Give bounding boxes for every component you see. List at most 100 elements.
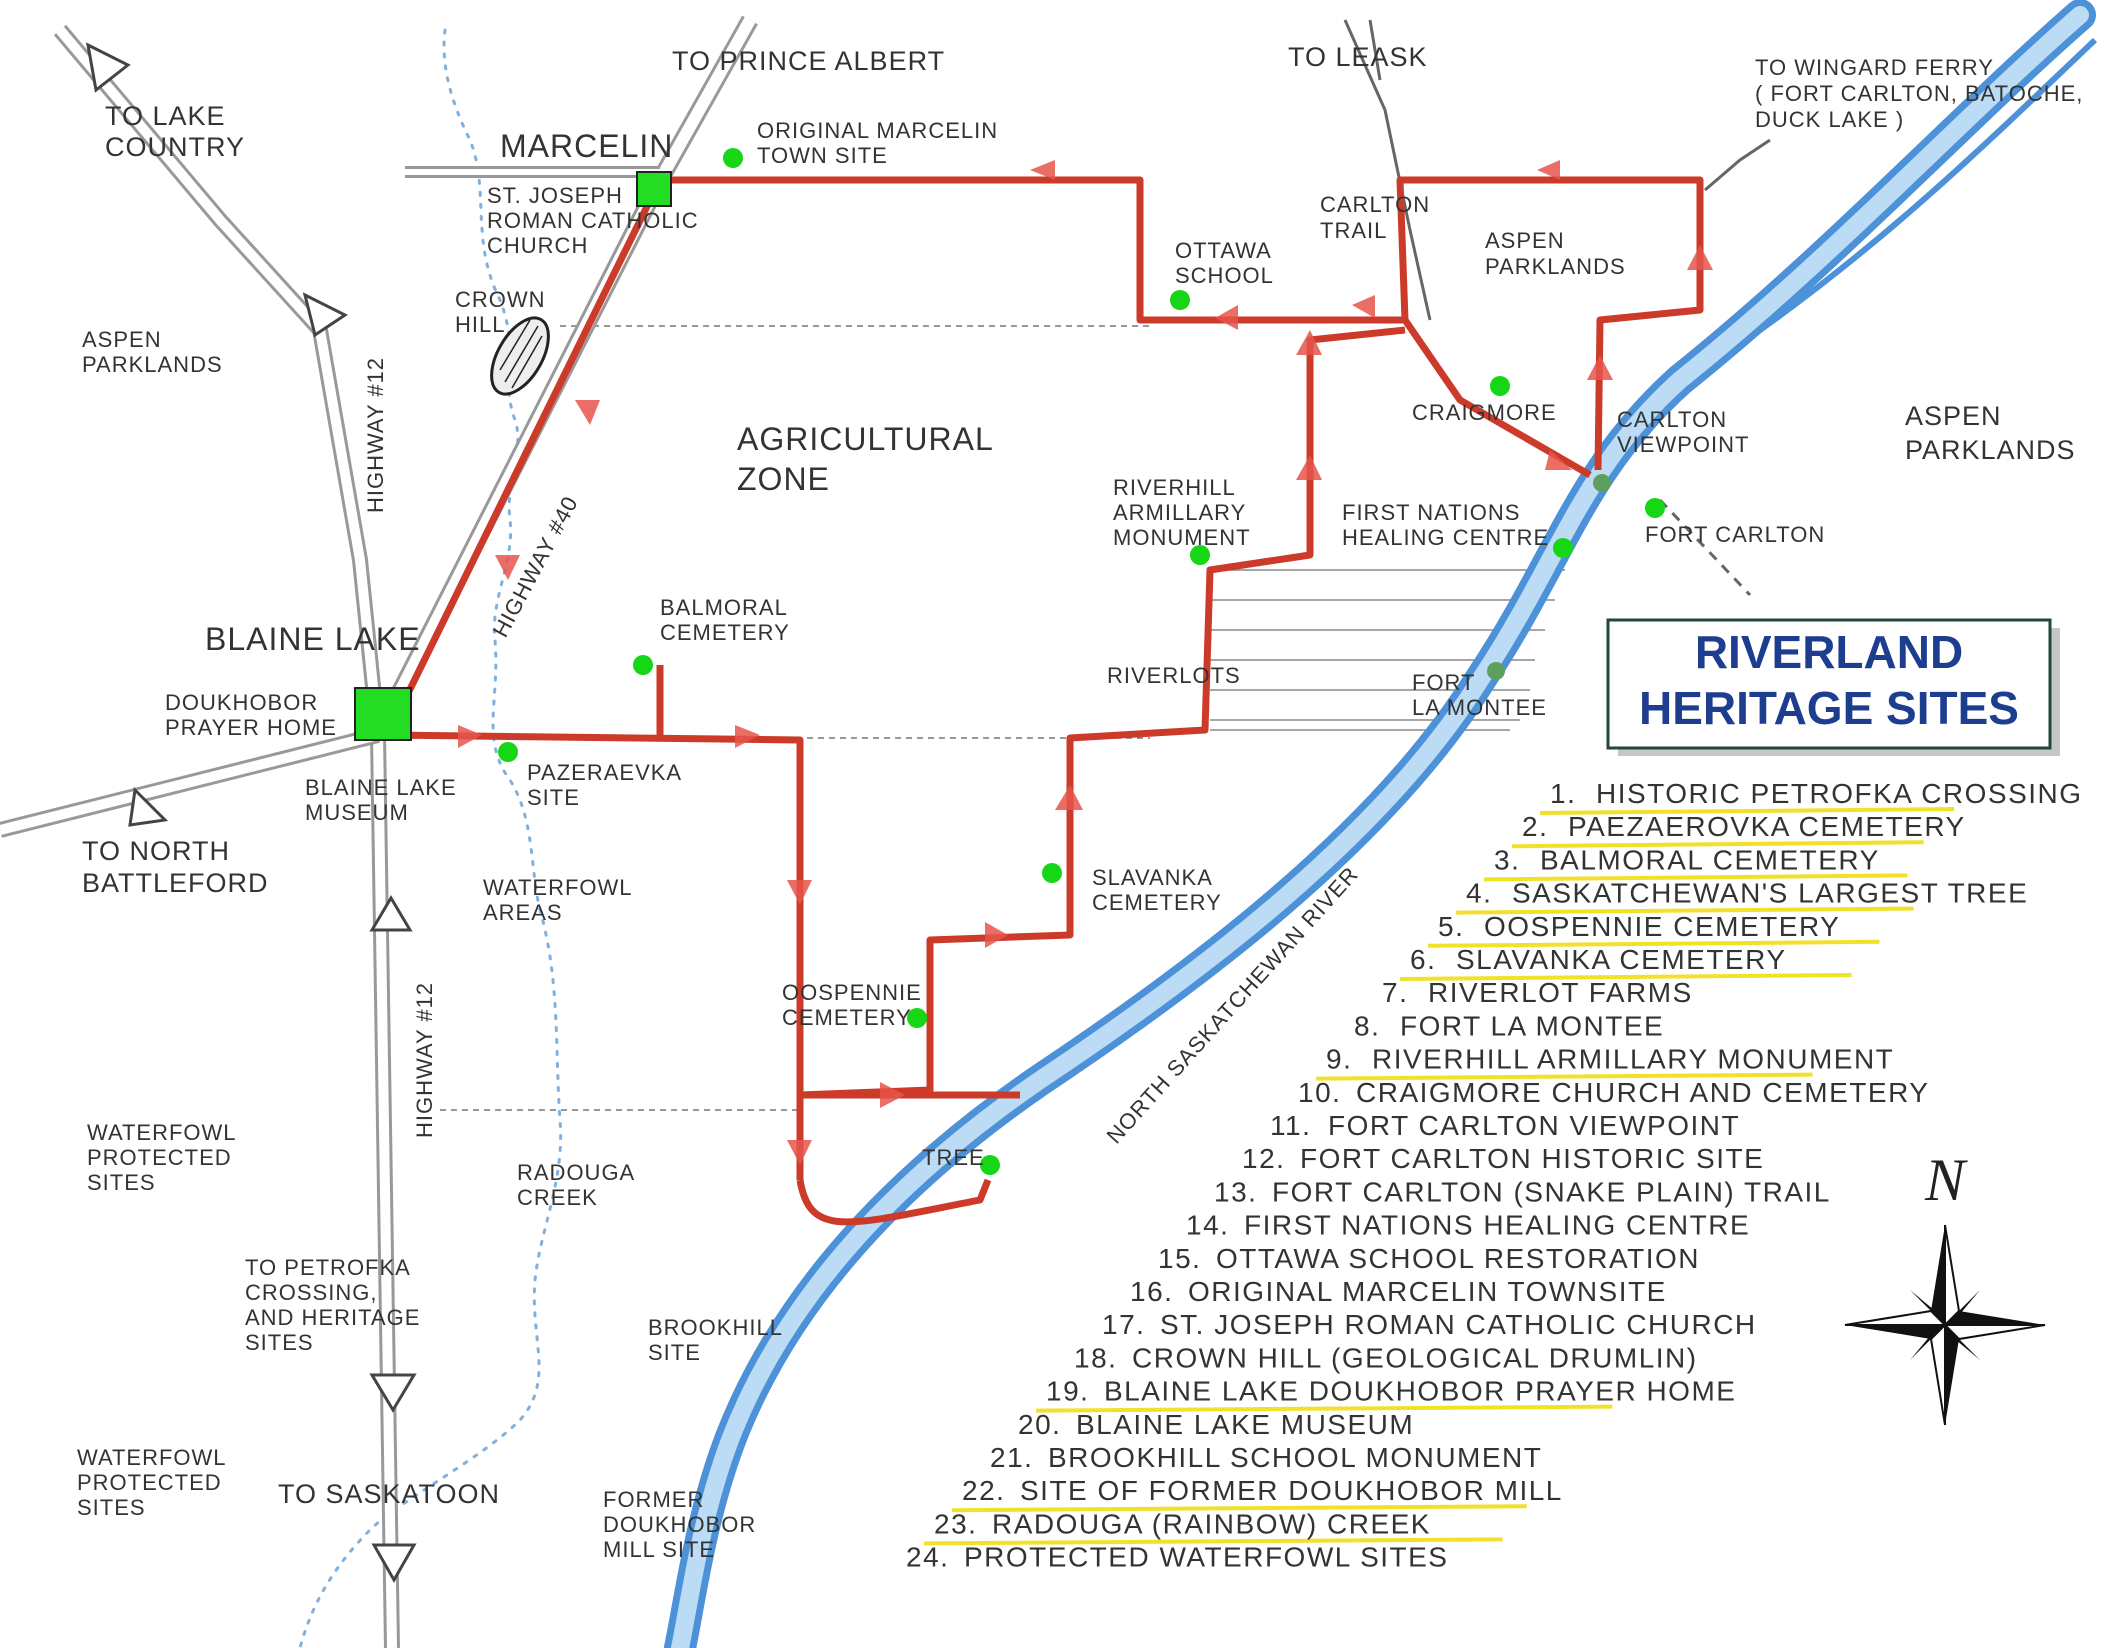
dot-ottawa-school (1170, 290, 1190, 310)
dot-riverhill (1190, 545, 1210, 565)
tree-label: TREE (922, 1145, 985, 1170)
legend-highlight (923, 1537, 1503, 1546)
title-line2: HERITAGE SITES (1639, 682, 2019, 734)
legend-item-text: BROOKHILL SCHOOL MONUMENT (1048, 1442, 1542, 1473)
highway-triangles (86, 42, 417, 1584)
legend-item-text: RADOUGA (RAINBOW) CREEK (992, 1508, 1431, 1539)
legend-number: 24. (906, 1542, 949, 1573)
legend-item-text: BLAINE LAKE DOUKHOBOR PRAYER HOME (1104, 1376, 1736, 1407)
legend-item-text: CRAIGMORE CHURCH AND CEMETERY (1356, 1077, 1929, 1108)
legend-number: 3. (1494, 844, 1520, 875)
legend-item-text: FORT CARLTON (SNAKE PLAIN) TRAIL (1272, 1176, 1831, 1207)
legend-number: 7. (1382, 977, 1408, 1008)
legend-highlight (1511, 840, 1924, 849)
legend-item-text: ST. JOSEPH ROMAN CATHOLIC CHURCH (1160, 1309, 1757, 1340)
legend-number: 23. (934, 1508, 977, 1539)
radouga-creek-line (298, 28, 563, 1648)
dot-original-marcelin (723, 148, 743, 168)
compass-rose: N (1844, 1147, 2046, 1426)
legend-item-text: OOSPENNIE CEMETERY (1484, 911, 1840, 942)
legend-number: 20. (1018, 1409, 1061, 1440)
triangle-down-petrofka (369, 1373, 417, 1413)
legend-number: 4. (1466, 878, 1492, 909)
compass-north-label: N (1924, 1147, 1968, 1213)
triangle-down-saskatoon (371, 1543, 417, 1584)
dot-first-nations (1553, 538, 1573, 558)
legend-item-text: RIVERHILL ARMILLARY MONUMENT (1372, 1044, 1894, 1075)
legend-item-text: BALMORAL CEMETERY (1540, 844, 1880, 875)
legend-item-text: BLAINE LAKE MUSEUM (1076, 1409, 1414, 1440)
legend-highlight (1035, 1404, 1613, 1413)
highway-12-label-north: HIGHWAY #12 (363, 357, 388, 513)
legend-highlight (1315, 1072, 1813, 1081)
legend-number: 5. (1438, 911, 1464, 942)
legend-number: 6. (1410, 944, 1436, 975)
legend-highlight (1455, 906, 1914, 915)
legend-number: 19. (1046, 1376, 1089, 1407)
legend-number: 15. (1158, 1243, 1201, 1274)
legend-number: 12. (1242, 1143, 1285, 1174)
legend-item-text: CROWN HILL (GEOLOGICAL DRUMLIN) (1132, 1342, 1698, 1373)
legend-highlight (1483, 873, 1908, 882)
legend-number: 18. (1074, 1342, 1117, 1373)
to-leask: TO LEASK (1288, 42, 1428, 72)
dot-tree (980, 1155, 1000, 1175)
legend-number: 9. (1326, 1044, 1352, 1075)
legend-number: 17. (1102, 1309, 1145, 1340)
legend-highlight (1427, 939, 1880, 948)
legend-item-text: SITE OF FORMER DOUKHOBOR MILL (1020, 1475, 1563, 1506)
legend-number: 1. (1550, 778, 1576, 809)
legend-number: 14. (1186, 1210, 1229, 1241)
route-arrows (458, 160, 1713, 1165)
st-joseph-church-marker (636, 171, 672, 207)
legend-number: 16. (1130, 1276, 1173, 1307)
legend-number: 8. (1354, 1010, 1380, 1041)
doukhobor-prayer-home-marker (354, 687, 412, 741)
highway-12-label-south: HIGHWAY #12 (412, 982, 437, 1138)
triangle-left-battleford (128, 786, 169, 827)
legend-item-text: SASKATCHEWAN'S LARGEST TREE (1512, 878, 2028, 909)
legend-item-text: PROTECTED WATERFOWL SITES (964, 1542, 1448, 1573)
dot-balmoral (633, 655, 653, 675)
legend-list: 1.HISTORIC PETROFKA CROSSING2.PAEZAEROVK… (906, 778, 2083, 1573)
legend-item-text: HISTORIC PETROFKA CROSSING (1596, 778, 2083, 809)
riverlots-label: RIVERLOTS (1107, 663, 1241, 688)
to-prince-albert: TO PRINCE ALBERT (672, 46, 945, 76)
craigmore-label: CRAIGMORE (1412, 400, 1557, 425)
dot-pazeraevka (498, 742, 518, 762)
to-wingard-ferry: TO WINGARD FERRY( FORT CARLTON, BATOCHE,… (1755, 55, 2083, 132)
dot-fort-la-montee (1487, 662, 1505, 680)
title-line1: RIVERLAND (1695, 626, 1963, 678)
crown-hill-hatch (499, 319, 543, 389)
legend-item-text: FORT LA MONTEE (1400, 1010, 1664, 1041)
site-dots (498, 148, 1665, 1175)
dot-oospennie (907, 1008, 927, 1028)
dot-fort-carlton (1645, 498, 1665, 518)
legend-number: 10. (1298, 1077, 1341, 1108)
